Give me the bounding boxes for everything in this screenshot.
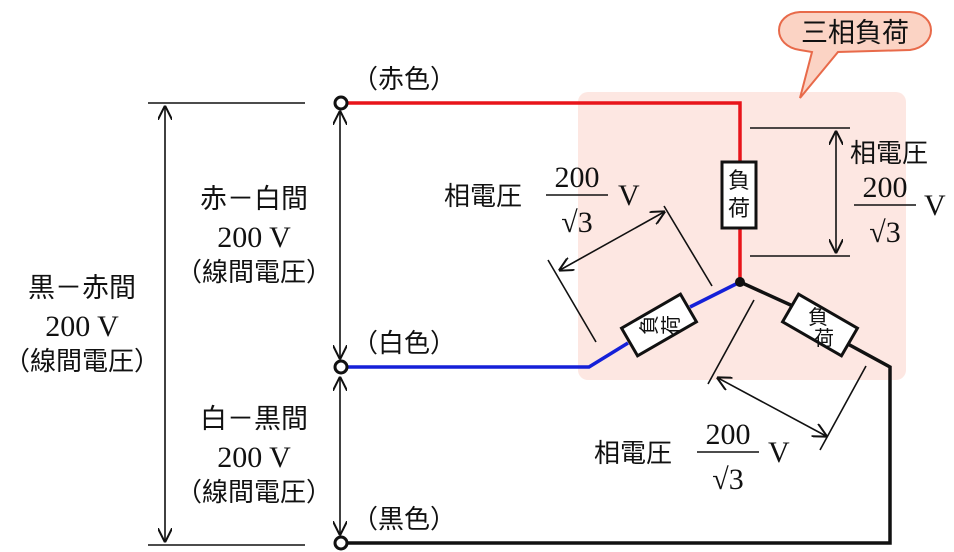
blue-wire-upper [689,280,741,309]
svg-text:V: V [924,189,946,222]
svg-text:負: 負 [637,315,661,335]
pv-black-ext-1 [707,299,755,385]
svg-text:√3: √3 [561,206,592,239]
svg-text:200: 200 [706,418,751,451]
svg-text:（線間電圧）: （線間電圧） [176,258,332,288]
terminal-white [333,359,349,375]
wb-voltage-label: 白－黒間 200 V （線間電圧） [176,404,332,508]
pv-white-ext-2 [547,259,597,343]
svg-text:（線間電圧）: （線間電圧） [4,347,160,377]
pv-white-arrow [560,212,664,270]
svg-text:負: 負 [808,305,828,329]
svg-text:200 V: 200 V [217,441,291,474]
svg-text:負: 負 [728,169,750,194]
terminal-black-label: （黒色） [352,505,456,535]
terminal-red [333,95,349,111]
blue-wire [348,341,629,369]
terminal-red-label: （赤色） [352,65,456,95]
rw-voltage-label: 赤－白間 200 V （線間電圧） [176,184,332,288]
terminal-white-label: （白色） [352,329,456,359]
pv-white-label: 相電圧 200 √3 V [444,161,640,239]
svg-text:200: 200 [863,171,908,204]
terminal-black [333,535,349,551]
svg-text:200 V: 200 V [45,310,119,343]
neutral-node [735,277,745,287]
svg-text:相電圧: 相電圧 [850,139,928,169]
svg-text:赤－白間: 赤－白間 [200,184,308,215]
three-phase-load-callout: 三相負荷 [778,11,932,99]
pv-red-label: 相電圧 200 √3 V [850,139,946,249]
svg-text:200: 200 [555,161,600,194]
load-resistor-red: 負 荷 [720,160,758,230]
load-resistor-black: 負 荷 [780,292,860,358]
svg-text:V: V [618,179,640,212]
svg-text:黒－赤間: 黒－赤間 [28,273,136,304]
svg-text:V: V [768,436,790,469]
svg-text:荷: 荷 [728,197,750,222]
load-resistor-white: 負 荷 [619,292,699,358]
black-wire [348,341,892,545]
svg-text:荷: 荷 [814,326,834,350]
pv-white-ext-1 [663,205,713,287]
br-voltage-label: 黒－赤間 200 V （線間電圧） [4,273,160,377]
svg-text:（線間電圧）: （線間電圧） [176,478,332,508]
black-wire-upper [739,280,796,309]
svg-text:荷: 荷 [659,315,683,335]
svg-text:√3: √3 [712,463,743,496]
svg-text:√3: √3 [869,216,900,249]
pv-black-label: 相電圧 200 √3 V [594,418,790,496]
pv-black-arrow [718,378,826,436]
svg-text:相電圧: 相電圧 [444,182,522,212]
svg-text:白－黒間: 白－黒間 [200,404,308,435]
svg-text:200 V: 200 V [217,221,291,254]
red-wire [348,101,742,162]
svg-text:相電圧: 相電圧 [594,439,672,469]
callout-text: 三相負荷 [801,18,909,49]
